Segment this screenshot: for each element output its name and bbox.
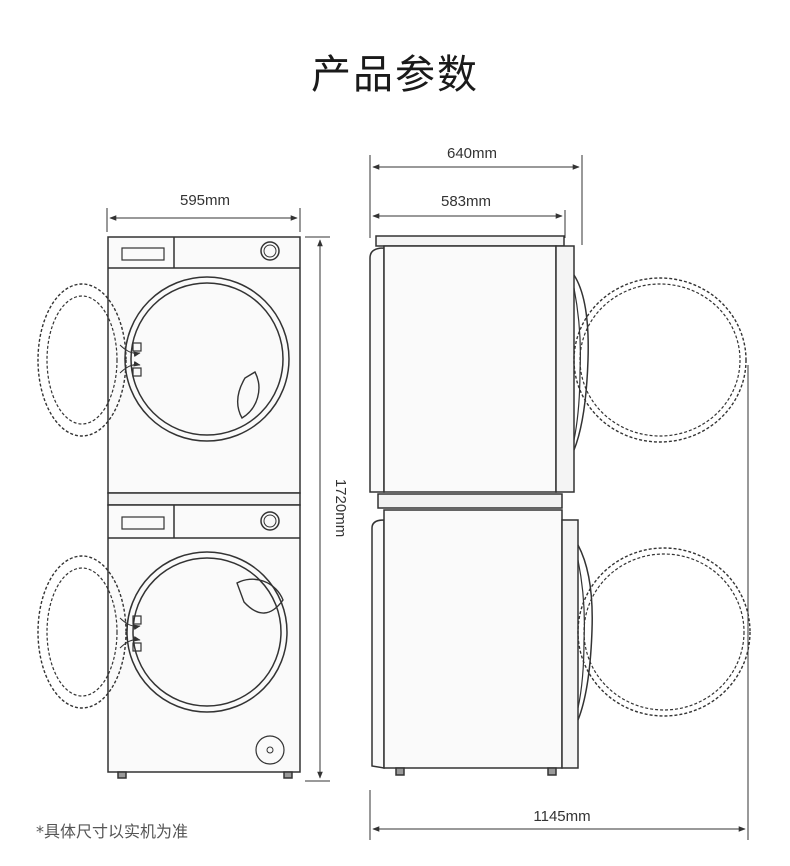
lower-open-door-dashed bbox=[577, 547, 751, 717]
upper-open-door-dashed bbox=[573, 277, 747, 443]
side-body-depth-label: 583mm bbox=[441, 193, 491, 210]
side-total-depth-label: 640mm bbox=[447, 145, 497, 162]
display-panel bbox=[121, 247, 165, 261]
height-label: 1720mm bbox=[332, 479, 349, 537]
filter-cap bbox=[255, 735, 285, 765]
upper-dryer-unit bbox=[37, 236, 301, 494]
open-door-dashed bbox=[37, 283, 127, 437]
page-title: 产品参数 bbox=[311, 52, 479, 98]
program-knob bbox=[260, 241, 280, 261]
disclaimer-note: *具体尺寸以实机为准 bbox=[36, 822, 189, 841]
front-view bbox=[37, 208, 330, 782]
door-ring bbox=[124, 276, 290, 442]
depth-door-open-label: 1145mm bbox=[533, 808, 590, 825]
lower-washer-unit bbox=[37, 504, 301, 779]
front-width-label: 595mm bbox=[180, 192, 230, 209]
side-view bbox=[369, 155, 751, 840]
